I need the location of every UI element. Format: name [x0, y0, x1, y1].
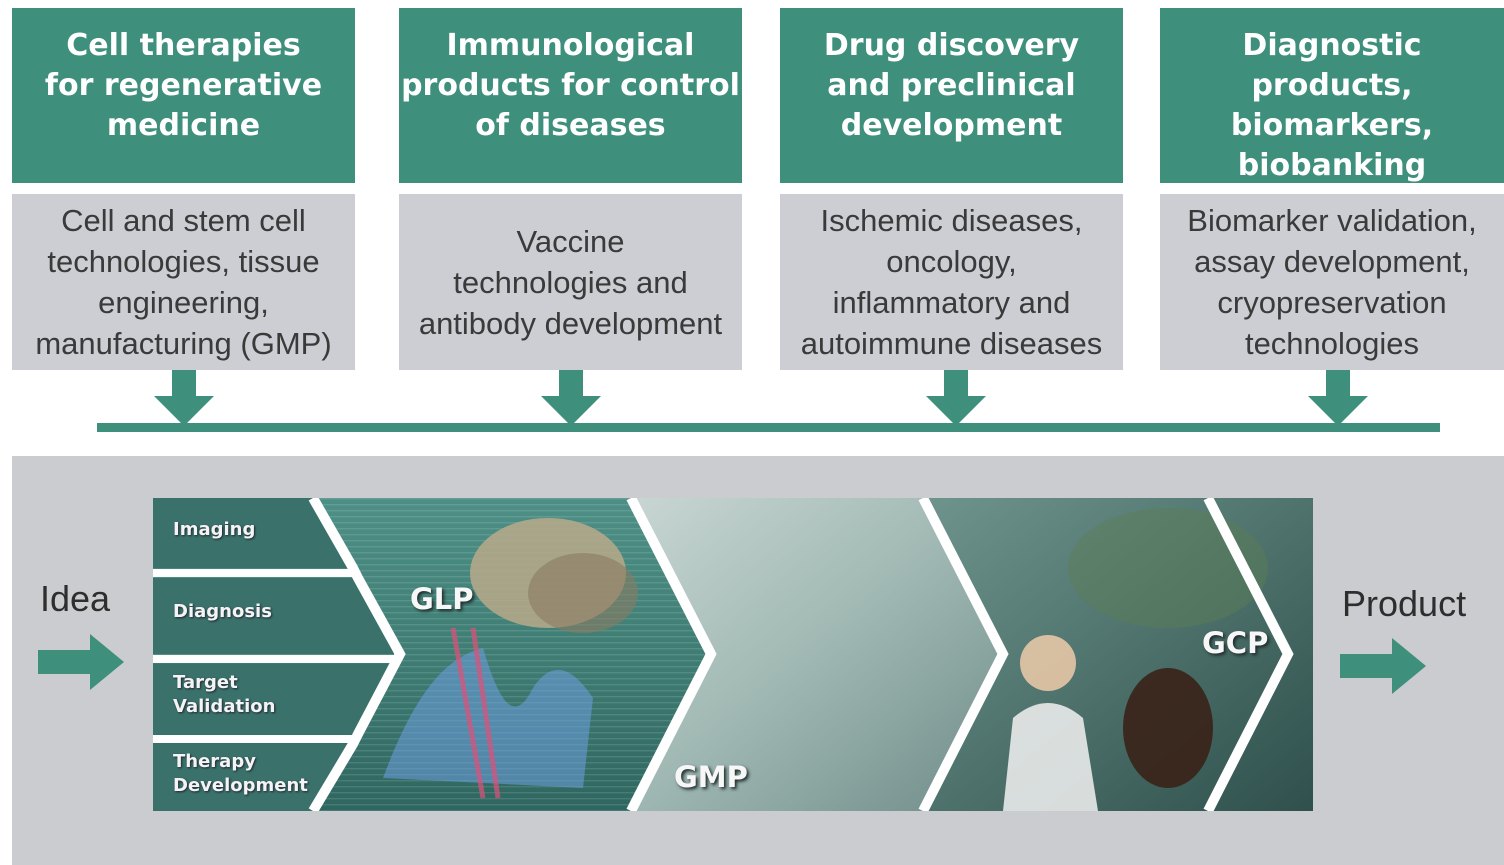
- down-arrow-icon: [926, 370, 986, 426]
- stage-label-therapy-development: Therapy Development: [173, 751, 308, 796]
- column-body-immunological: Vaccine technologies and antibody develo…: [399, 194, 742, 370]
- column-title: Cell therapies for regenerative medicine: [44, 28, 323, 143]
- column-body-cell-therapies: Cell and stem cell technologies, tissue …: [12, 194, 355, 370]
- pipeline-banner: [153, 498, 1313, 811]
- standard-label-gmp: GMP: [674, 760, 748, 794]
- column-text: Cell and stem cell technologies, tissue …: [35, 203, 332, 361]
- column-title: Diagnostic products, biomarkers, biobank…: [1230, 28, 1434, 183]
- standard-label-glp: GLP: [410, 582, 474, 616]
- column-title: Immunological products for control of di…: [401, 28, 740, 143]
- column-text: Biomarker validation, assay development,…: [1187, 203, 1477, 361]
- down-arrow-icon: [1308, 370, 1368, 426]
- stage-label-imaging: Imaging: [173, 519, 256, 540]
- standard-label-gcp: GCP: [1202, 626, 1269, 660]
- column-text: Ischemic diseases, oncology, inflammator…: [800, 203, 1103, 361]
- column-header-drug-discovery: Drug discovery and preclinical developme…: [780, 8, 1123, 183]
- down-arrow-icon: [541, 370, 601, 426]
- column-header-diagnostics: Diagnostic products, biomarkers, biobank…: [1160, 8, 1504, 183]
- column-body-drug-discovery: Ischemic diseases, oncology, inflammator…: [780, 194, 1123, 370]
- stage-label-target-validation: Target Validation: [173, 672, 276, 717]
- product-label: Product: [1342, 583, 1467, 624]
- column-body-diagnostics: Biomarker validation, assay development,…: [1160, 194, 1504, 370]
- down-arrow-icon: [154, 370, 214, 426]
- column-header-cell-therapies: Cell therapies for regenerative medicine: [12, 8, 355, 183]
- stage-label-diagnosis: Diagnosis: [173, 601, 272, 622]
- right-arrow-icon: [38, 634, 124, 690]
- connector-line: [97, 423, 1440, 432]
- column-text: Vaccine technologies and antibody develo…: [418, 223, 723, 341]
- right-arrow-icon: [1340, 638, 1426, 694]
- idea-label: Idea: [40, 578, 111, 619]
- column-title: Drug discovery and preclinical developme…: [823, 28, 1080, 143]
- column-header-immunological: Immunological products for control of di…: [399, 8, 742, 183]
